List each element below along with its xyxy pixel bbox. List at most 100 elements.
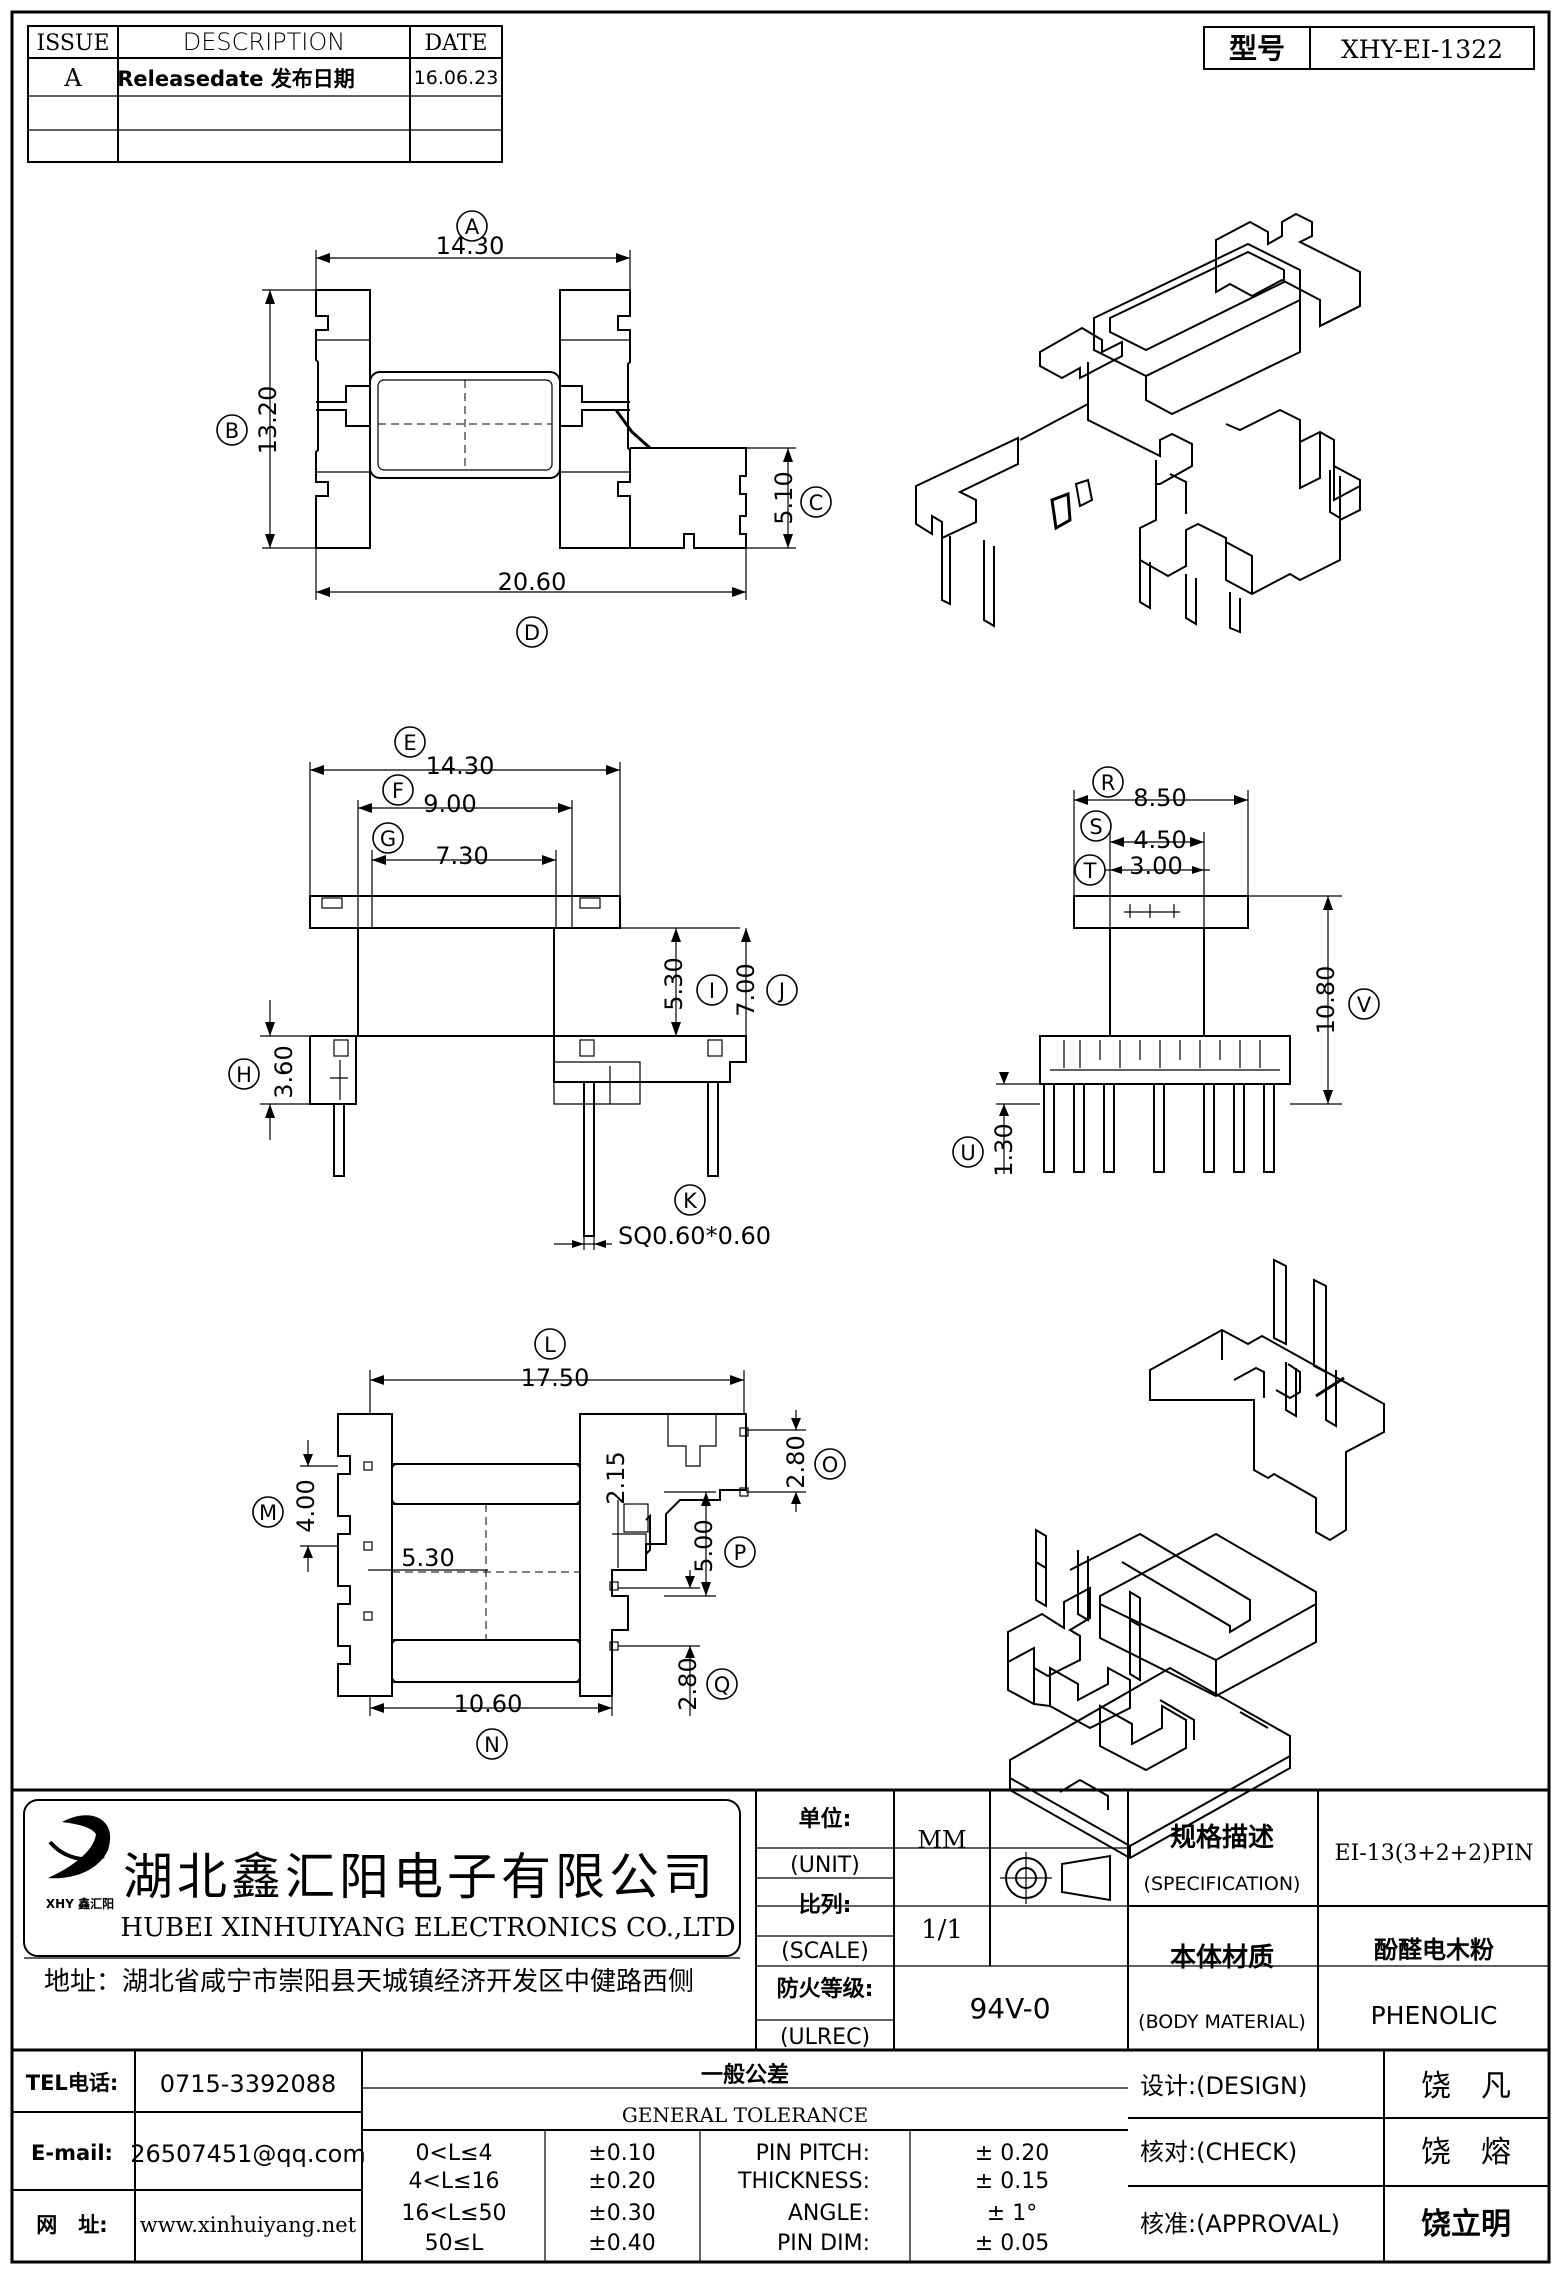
marker-f: F	[382, 774, 414, 806]
dim-p-value: 5.00	[690, 1519, 718, 1572]
ulrec-label-cn: 防火等级:	[777, 1976, 874, 2002]
tolerance-items: PIN PITCH: THICKNESS: ANGLE: PIN DIM: ± …	[737, 2141, 1049, 2256]
logo-text: XHY 鑫汇阳	[46, 1896, 114, 1911]
company-box	[23, 1799, 741, 1957]
marker-n: N	[476, 1728, 508, 1760]
marker-v: V	[1348, 988, 1380, 1020]
material-label-cn: 本体材质	[1170, 1943, 1274, 1973]
material-label-en: (BODY MATERIAL)	[1138, 2011, 1306, 2033]
marker-h: H	[228, 1058, 260, 1090]
svg-text:B: B	[225, 419, 239, 443]
company-address: 地址：湖北省咸宁市崇阳县天城镇经济开发区中健路西侧	[44, 1967, 694, 1997]
approval-label: 核准:(APPROVAL)	[1140, 2210, 1340, 2238]
scale-label-cn: 比列:	[799, 1893, 852, 1918]
scale-label-en: (SCALE)	[781, 1939, 869, 1964]
svg-text:I: I	[709, 979, 715, 1003]
email-label: E-mail:	[31, 2141, 113, 2165]
marker-t: T	[1074, 854, 1106, 886]
side-pins	[1043, 1084, 1275, 1173]
marker-i: I	[696, 974, 728, 1006]
dim-h-value: 3.60	[270, 1045, 298, 1098]
front-view: 14.30 9.00 7.30 5.30 7.00 3.60 SQ0.60*0.…	[228, 726, 798, 1250]
tolerance-item-value-2: ± 0.15	[975, 2169, 1049, 2194]
unit-label-en: (UNIT)	[790, 1853, 860, 1878]
dim-c-value: 5.10	[770, 471, 798, 524]
description-header: DESCRIPTION	[183, 28, 345, 56]
svg-text:U: U	[960, 1141, 975, 1165]
sheet-border	[10, 10, 1551, 2264]
check-name: 饶 熔	[1421, 2135, 1511, 2170]
web-label: 网 址:	[36, 2213, 107, 2237]
tolerance-value-3: ±0.30	[588, 2201, 655, 2226]
marker-a: A	[456, 210, 488, 242]
side-view: 8.50 4.50 3.00 10.80 1.30 R S T V U	[952, 766, 1380, 1177]
svg-text:F: F	[392, 779, 404, 803]
marker-l: L	[534, 1328, 566, 1360]
svg-text:O: O	[822, 1453, 839, 1477]
svg-text:N: N	[484, 1733, 500, 1757]
revision-issue: A	[63, 64, 82, 92]
bottom-view: 17.50 4.00 5.30 2.15 2.80 5.00 2.80 10.6…	[252, 1328, 846, 1760]
dim-i-value: 5.30	[660, 957, 688, 1010]
svg-text:H: H	[236, 1063, 252, 1087]
revision-description: Releasedate 发布日期	[117, 67, 355, 91]
marker-b: B	[216, 414, 248, 446]
unit-value: MM	[917, 1826, 966, 1854]
marker-e: E	[394, 726, 426, 758]
design-label: 设计:(DESIGN)	[1140, 2072, 1307, 2100]
model-number: XHY-EI-1322	[1341, 35, 1503, 64]
spec-label-en: (SPECIFICATION)	[1144, 1873, 1301, 1895]
tolerance-title-cn: 一般公差	[701, 2062, 789, 2088]
isometric-view-bottom	[1007, 1258, 1385, 1860]
marker-p: P	[724, 1536, 756, 1568]
tolerance-item-2: THICKNESS:	[737, 2169, 870, 2194]
dim-f-value: 9.00	[423, 790, 476, 818]
dim-g-value: 7.30	[435, 842, 488, 870]
tolerance-item-3: ANGLE:	[788, 2201, 870, 2226]
svg-text:A: A	[465, 215, 480, 239]
approval-name: 饶立明	[1421, 2207, 1511, 2242]
dim-l-value: 17.50	[521, 1364, 590, 1392]
isometric-view-top	[915, 212, 1361, 634]
marker-d: D	[516, 616, 548, 648]
marker-g: G	[372, 822, 404, 854]
revision-date: 16.06.23	[414, 67, 499, 89]
dim-tab-value: 2.15	[602, 1451, 630, 1504]
tolerance-item-value-4: ± 0.05	[975, 2231, 1049, 2256]
design-name: 饶 凡	[1421, 2069, 1511, 2104]
svg-text:C: C	[809, 491, 824, 515]
svg-text:R: R	[1101, 771, 1116, 795]
dim-r-value: 8.50	[1133, 784, 1186, 812]
email-value: 26507451@qq.com	[130, 2140, 366, 2168]
company-logo: XHY 鑫汇阳	[46, 1815, 114, 1911]
model-box: 型号 XHY-EI-1322	[1203, 26, 1535, 70]
dim-v-value: 10.80	[1312, 966, 1340, 1035]
title-block: XHY 鑫汇阳 湖北鑫汇阳电子有限公司 HUBEI XINHUIYANG ELE…	[12, 1788, 1549, 2262]
scale-value: 1/1	[921, 1915, 963, 1945]
tolerance-range-3: 16<L≤50	[401, 2201, 506, 2226]
spec-value: EI-13(3+2+2)PIN	[1335, 1841, 1534, 1866]
dim-d-value: 20.60	[498, 568, 567, 596]
tolerance-title-en: GENERAL TOLERANCE	[622, 2103, 868, 2127]
tolerance-item-4: PIN DIM:	[777, 2231, 870, 2256]
dim-o-value: 2.80	[782, 1435, 810, 1488]
tolerance-range-2: 4<L≤16	[408, 2169, 499, 2194]
dim-n-value: 10.60	[454, 1690, 523, 1718]
svg-text:Q: Q	[714, 1673, 731, 1697]
svg-text:P: P	[734, 1541, 747, 1565]
tolerance-item-value-3: ± 1°	[987, 2201, 1037, 2226]
dim-j-value: 7.00	[732, 963, 760, 1016]
tolerance-item-value-1: ± 0.20	[975, 2141, 1049, 2166]
check-label: 核对:(CHECK)	[1140, 2138, 1297, 2166]
dim-k-value: SQ0.60*0.60	[618, 1222, 771, 1250]
marker-c: C	[800, 486, 832, 518]
material-value-en: PHENOLIC	[1371, 2001, 1498, 2030]
date-header: DATE	[424, 31, 487, 56]
tolerance-value-1: ±0.10	[588, 2141, 655, 2166]
company-name-en: HUBEI XINHUIYANG ELECTRONICS CO.,LTD	[120, 1913, 735, 1943]
tolerance-range-1: 0<L≤4	[415, 2141, 492, 2166]
dim-e-value: 14.30	[426, 752, 495, 780]
tolerance-ranges: 0<L≤4 4<L≤16 16<L≤50 50≤L ±0.10 ±0.20 ±0…	[401, 2141, 655, 2256]
marker-q: Q	[706, 1668, 738, 1700]
